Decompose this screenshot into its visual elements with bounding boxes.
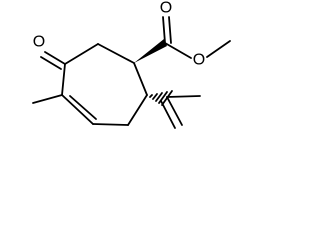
- ring-bond-c7-c1: [133, 62, 148, 96]
- ring-bond-c4-c5-double: [69, 95, 97, 120]
- ring-bond-c5-c6: [92, 123, 129, 126]
- isopropenyl-vinyl-bond: [166, 96, 183, 126]
- ketone-oxygen-label: O: [33, 34, 45, 51]
- carbonyl-oxygen-label: O: [160, 0, 172, 17]
- ring-bond-c4-c5: [61, 94, 94, 125]
- methyl-bond: [32, 94, 63, 104]
- ester-oxygen-bond: [164, 42, 192, 59]
- ester-carbonyl-bond-double: [168, 16, 172, 44]
- ring-bond-c6-c7: [127, 94, 148, 126]
- carbonyl-oxygen-atom: O: [159, 0, 173, 17]
- ester-carbonyl-bond: [162, 16, 166, 44]
- isopropenyl-vinyl-bond-double: [160, 100, 176, 129]
- ketone-oxygen-atom: O: [32, 34, 46, 51]
- ester-oxygen-atom: O: [192, 52, 206, 69]
- chemical-structure: O O O: [32, 0, 231, 129]
- ketone-bond: [44, 51, 66, 65]
- ester-oxygen-label: O: [193, 52, 205, 69]
- ester-wedge-bond: [134, 39, 167, 63]
- ester-methyl-bond: [206, 40, 231, 58]
- ring-bond-c1-c2: [97, 43, 135, 64]
- ring-bond-c2-c3: [64, 43, 99, 65]
- isopropenyl-methyl-bond: [166, 95, 201, 98]
- ring-bond-c3-c4: [61, 63, 66, 96]
- ketone-bond-double: [40, 56, 62, 70]
- isopropenyl-hashed-bond: [149, 90, 173, 106]
